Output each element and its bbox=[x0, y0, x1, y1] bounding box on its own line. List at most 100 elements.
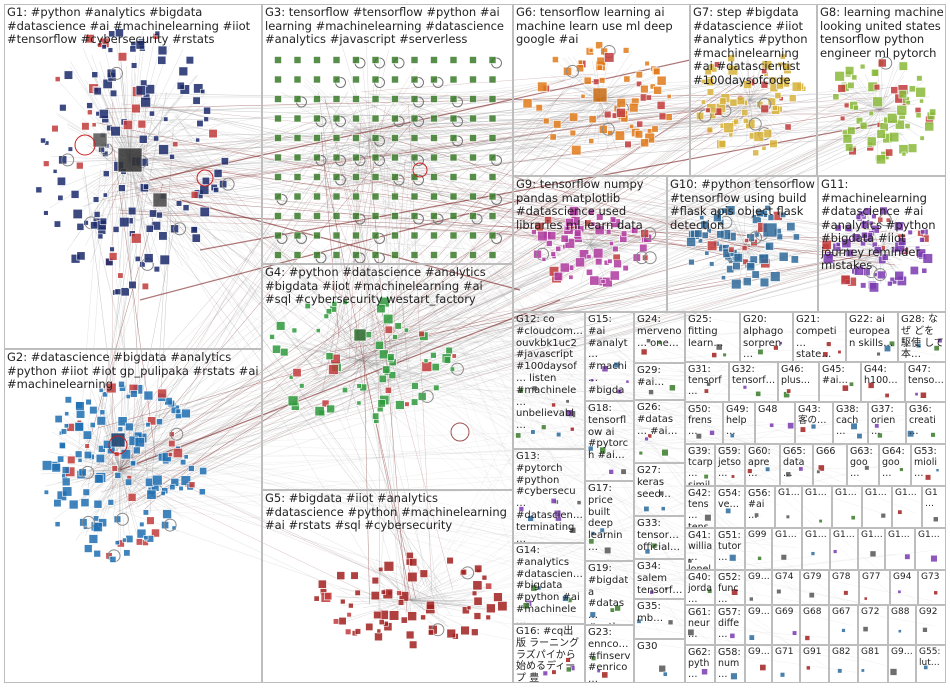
node[interactable] bbox=[860, 668, 865, 673]
node[interactable] bbox=[872, 96, 883, 108]
node[interactable] bbox=[853, 265, 864, 276]
node[interactable] bbox=[449, 212, 458, 220]
node[interactable] bbox=[841, 238, 852, 249]
node[interactable] bbox=[587, 445, 594, 452]
node[interactable] bbox=[785, 514, 790, 519]
node[interactable] bbox=[924, 474, 932, 481]
node[interactable] bbox=[488, 173, 497, 181]
node[interactable] bbox=[784, 123, 792, 131]
node[interactable] bbox=[751, 270, 760, 279]
node[interactable] bbox=[629, 123, 635, 129]
node[interactable] bbox=[410, 75, 419, 84]
node[interactable] bbox=[703, 388, 709, 394]
node[interactable] bbox=[887, 113, 898, 124]
node[interactable] bbox=[460, 625, 470, 636]
node[interactable] bbox=[53, 220, 61, 228]
node[interactable] bbox=[604, 546, 612, 555]
node[interactable] bbox=[600, 278, 606, 284]
node[interactable] bbox=[371, 114, 380, 123]
node[interactable] bbox=[43, 210, 49, 216]
node[interactable] bbox=[449, 366, 455, 372]
node[interactable] bbox=[332, 114, 341, 123]
node[interactable] bbox=[640, 138, 649, 148]
node[interactable] bbox=[929, 108, 937, 116]
node[interactable] bbox=[859, 121, 868, 130]
node[interactable] bbox=[469, 153, 477, 162]
node[interactable] bbox=[730, 474, 736, 479]
node[interactable] bbox=[377, 399, 386, 408]
node[interactable] bbox=[371, 251, 380, 259]
node[interactable] bbox=[845, 248, 854, 258]
node[interactable] bbox=[769, 422, 775, 428]
node[interactable] bbox=[596, 213, 604, 221]
node[interactable] bbox=[894, 270, 905, 281]
node[interactable] bbox=[274, 95, 282, 103]
node[interactable] bbox=[93, 87, 102, 96]
node[interactable] bbox=[410, 114, 419, 123]
node[interactable] bbox=[64, 411, 70, 417]
node[interactable] bbox=[622, 47, 630, 54]
node[interactable] bbox=[169, 483, 176, 491]
node[interactable] bbox=[410, 212, 419, 220]
node[interactable] bbox=[706, 240, 718, 251]
node[interactable] bbox=[81, 122, 90, 131]
node[interactable] bbox=[868, 282, 880, 293]
node[interactable] bbox=[119, 217, 130, 228]
node[interactable] bbox=[553, 509, 562, 518]
node[interactable] bbox=[356, 400, 362, 406]
node[interactable] bbox=[488, 114, 497, 123]
node[interactable] bbox=[488, 134, 497, 142]
node[interactable] bbox=[889, 132, 900, 143]
node[interactable] bbox=[658, 664, 666, 673]
node[interactable] bbox=[74, 422, 84, 432]
node[interactable] bbox=[346, 612, 352, 618]
node[interactable] bbox=[127, 493, 137, 502]
node[interactable] bbox=[644, 548, 651, 555]
node[interactable] bbox=[188, 481, 196, 489]
node[interactable] bbox=[332, 95, 341, 103]
node[interactable] bbox=[873, 83, 881, 91]
node[interactable] bbox=[860, 282, 867, 289]
node[interactable] bbox=[178, 66, 189, 77]
node[interactable] bbox=[313, 114, 321, 123]
node[interactable] bbox=[324, 592, 333, 601]
node[interactable] bbox=[531, 385, 538, 392]
node[interactable] bbox=[101, 44, 107, 50]
node[interactable] bbox=[449, 134, 458, 142]
node[interactable] bbox=[107, 47, 114, 53]
node[interactable] bbox=[550, 498, 557, 504]
node[interactable] bbox=[556, 431, 562, 438]
node[interactable] bbox=[515, 432, 522, 439]
node[interactable] bbox=[729, 98, 738, 107]
node[interactable] bbox=[761, 68, 768, 75]
node[interactable] bbox=[53, 499, 62, 508]
node[interactable] bbox=[91, 71, 99, 78]
node[interactable] bbox=[67, 146, 73, 152]
node[interactable] bbox=[122, 537, 127, 543]
node[interactable] bbox=[426, 600, 435, 610]
node[interactable] bbox=[84, 544, 93, 553]
node[interactable] bbox=[371, 153, 380, 162]
node[interactable] bbox=[141, 282, 149, 290]
node[interactable] bbox=[350, 571, 359, 580]
node[interactable] bbox=[371, 212, 380, 220]
node[interactable] bbox=[588, 538, 595, 545]
node[interactable] bbox=[553, 120, 562, 129]
node[interactable] bbox=[847, 81, 855, 89]
node[interactable] bbox=[850, 422, 858, 430]
node[interactable] bbox=[871, 224, 880, 234]
node[interactable] bbox=[54, 521, 61, 528]
node[interactable] bbox=[35, 186, 43, 194]
node[interactable] bbox=[919, 237, 925, 243]
node[interactable] bbox=[199, 184, 210, 195]
node[interactable] bbox=[832, 93, 840, 101]
node[interactable] bbox=[109, 89, 118, 97]
node[interactable] bbox=[832, 549, 838, 554]
node[interactable] bbox=[757, 556, 762, 561]
node[interactable] bbox=[564, 238, 575, 249]
node[interactable] bbox=[732, 261, 741, 271]
node[interactable] bbox=[288, 374, 294, 380]
node[interactable] bbox=[862, 626, 869, 633]
node[interactable] bbox=[109, 246, 115, 252]
node[interactable] bbox=[730, 672, 738, 680]
